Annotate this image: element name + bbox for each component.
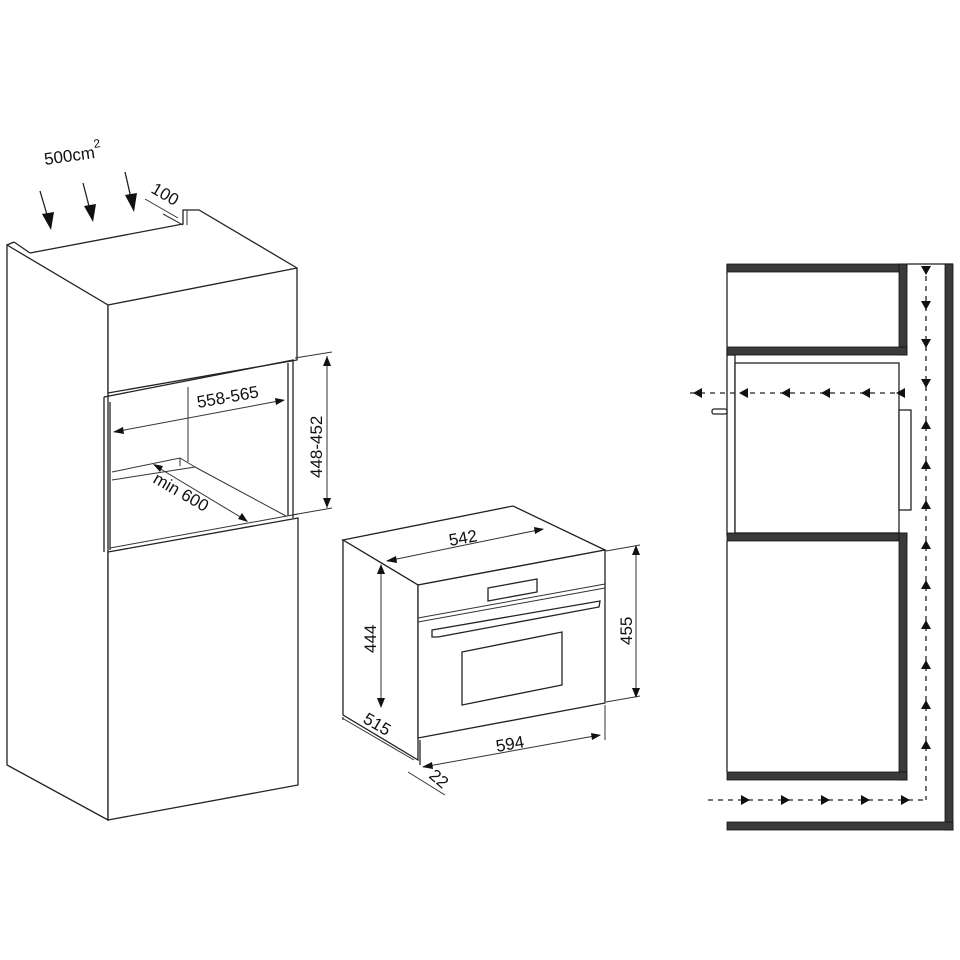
arrow-left-icon bbox=[896, 388, 905, 398]
upper-cabinet-front bbox=[107, 267, 298, 394]
arrow-right-icon bbox=[741, 795, 750, 805]
arrow-down-icon bbox=[42, 212, 54, 230]
ventilation-arrows bbox=[39, 171, 137, 230]
arrow-down-icon bbox=[921, 339, 931, 348]
arrow-up-icon bbox=[921, 740, 931, 749]
knob-section bbox=[711, 408, 728, 415]
oven-door-section bbox=[726, 354, 736, 536]
oven-appliance bbox=[341, 505, 608, 765]
arrow-down-icon bbox=[84, 204, 96, 222]
arrow-right-icon bbox=[821, 795, 830, 805]
arrow-down-icon bbox=[921, 379, 931, 388]
arrow-up-icon bbox=[921, 540, 931, 549]
vent-gap-label: 100 bbox=[148, 179, 182, 210]
ventilation-area-value: 500cm bbox=[43, 143, 96, 169]
arrow-down-icon bbox=[125, 193, 137, 212]
oven-door-handle[interactable] bbox=[431, 600, 601, 638]
ventilation-area-exponent: 2 bbox=[93, 136, 102, 151]
front-thickness-label: 22 bbox=[425, 766, 452, 793]
arrow-up-icon bbox=[921, 620, 931, 629]
arrow-up-icon bbox=[921, 420, 931, 429]
arrow-right-icon bbox=[901, 795, 910, 805]
cabinet-side-panel bbox=[6, 243, 109, 822]
arrow-right-icon bbox=[861, 795, 870, 805]
niche-width-label: 558-565 bbox=[195, 382, 260, 412]
tall-cabinet bbox=[6, 209, 299, 822]
arrow-left-icon bbox=[861, 388, 870, 398]
arrow-up-icon bbox=[921, 460, 931, 469]
arrow-up-icon bbox=[921, 700, 931, 709]
ventilation-area-label: 500cm2 bbox=[42, 136, 103, 169]
arrow-right-icon bbox=[781, 795, 790, 805]
display-panel bbox=[487, 578, 538, 602]
arrow-up-icon bbox=[921, 580, 931, 589]
arrow-left-icon bbox=[693, 388, 702, 398]
depth-top-label: 542 bbox=[447, 526, 478, 550]
arrow-left-icon bbox=[821, 388, 830, 398]
airflow-section bbox=[690, 263, 954, 831]
rear-box-section bbox=[898, 409, 912, 511]
control-panel-divider bbox=[417, 583, 606, 619]
niche-height-label: 448-452 bbox=[307, 416, 326, 478]
body-height-label: 444 bbox=[361, 625, 380, 653]
front-height-label: 455 bbox=[617, 617, 636, 645]
arrow-left-icon bbox=[739, 388, 748, 398]
front-width-label: 594 bbox=[494, 732, 525, 756]
oven-body-section bbox=[734, 362, 900, 534]
arrow-up-icon bbox=[921, 660, 931, 669]
niche-depth-label: min 600 bbox=[150, 469, 212, 516]
arrow-left-icon bbox=[781, 388, 790, 398]
floor bbox=[726, 821, 954, 831]
oven-window bbox=[461, 631, 563, 706]
back-wall bbox=[944, 263, 954, 831]
arrow-down-icon bbox=[921, 266, 931, 275]
lower-cabinet-door bbox=[107, 517, 299, 821]
arrow-down-icon bbox=[921, 301, 931, 310]
arrow-up-icon bbox=[921, 500, 931, 509]
